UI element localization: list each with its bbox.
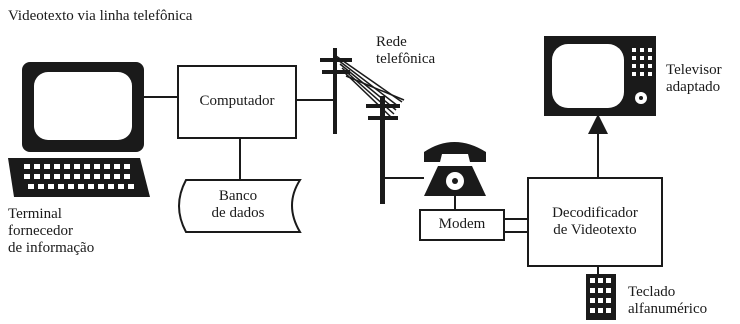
keypad-label: Teclado alfanumérico xyxy=(628,284,707,318)
network-label-line: Rede xyxy=(376,34,435,51)
decoder-label-line: de Videotexto xyxy=(528,222,662,239)
terminal-label-line: Terminal xyxy=(8,206,94,223)
telephone-icon xyxy=(424,142,486,196)
keypad-label-line: Teclado xyxy=(628,284,707,301)
keypad-label-line: alfanumérico xyxy=(628,301,707,318)
computer-label: Computador xyxy=(178,93,296,110)
terminal-label-line: de informação xyxy=(8,240,94,257)
tv-label-line: Televisor xyxy=(666,62,722,79)
database-label: Banco de dados xyxy=(186,188,290,222)
terminal-label: Terminal fornecedor de informação xyxy=(8,206,94,257)
terminal-icon xyxy=(8,62,150,197)
tv-label: Televisor adaptado xyxy=(666,62,722,96)
television-icon xyxy=(544,36,656,116)
database-label-line: de dados xyxy=(186,205,290,222)
keypad-icon xyxy=(586,274,616,320)
decoder-label-line: Decodificador xyxy=(528,205,662,222)
network-label-line: telefônica xyxy=(376,51,435,68)
terminal-label-line: fornecedor xyxy=(8,223,94,240)
modem-label: Modem xyxy=(420,216,504,233)
telephone-pole-icon xyxy=(320,48,352,134)
telephone-pole-icon xyxy=(366,96,400,204)
diagram-title: Videotexto via linha telefônica xyxy=(8,8,192,25)
decoder-label: Decodificador de Videotexto xyxy=(528,205,662,239)
database-label-line: Banco xyxy=(186,188,290,205)
tv-label-line: adaptado xyxy=(666,79,722,96)
network-label: Rede telefônica xyxy=(376,34,435,68)
